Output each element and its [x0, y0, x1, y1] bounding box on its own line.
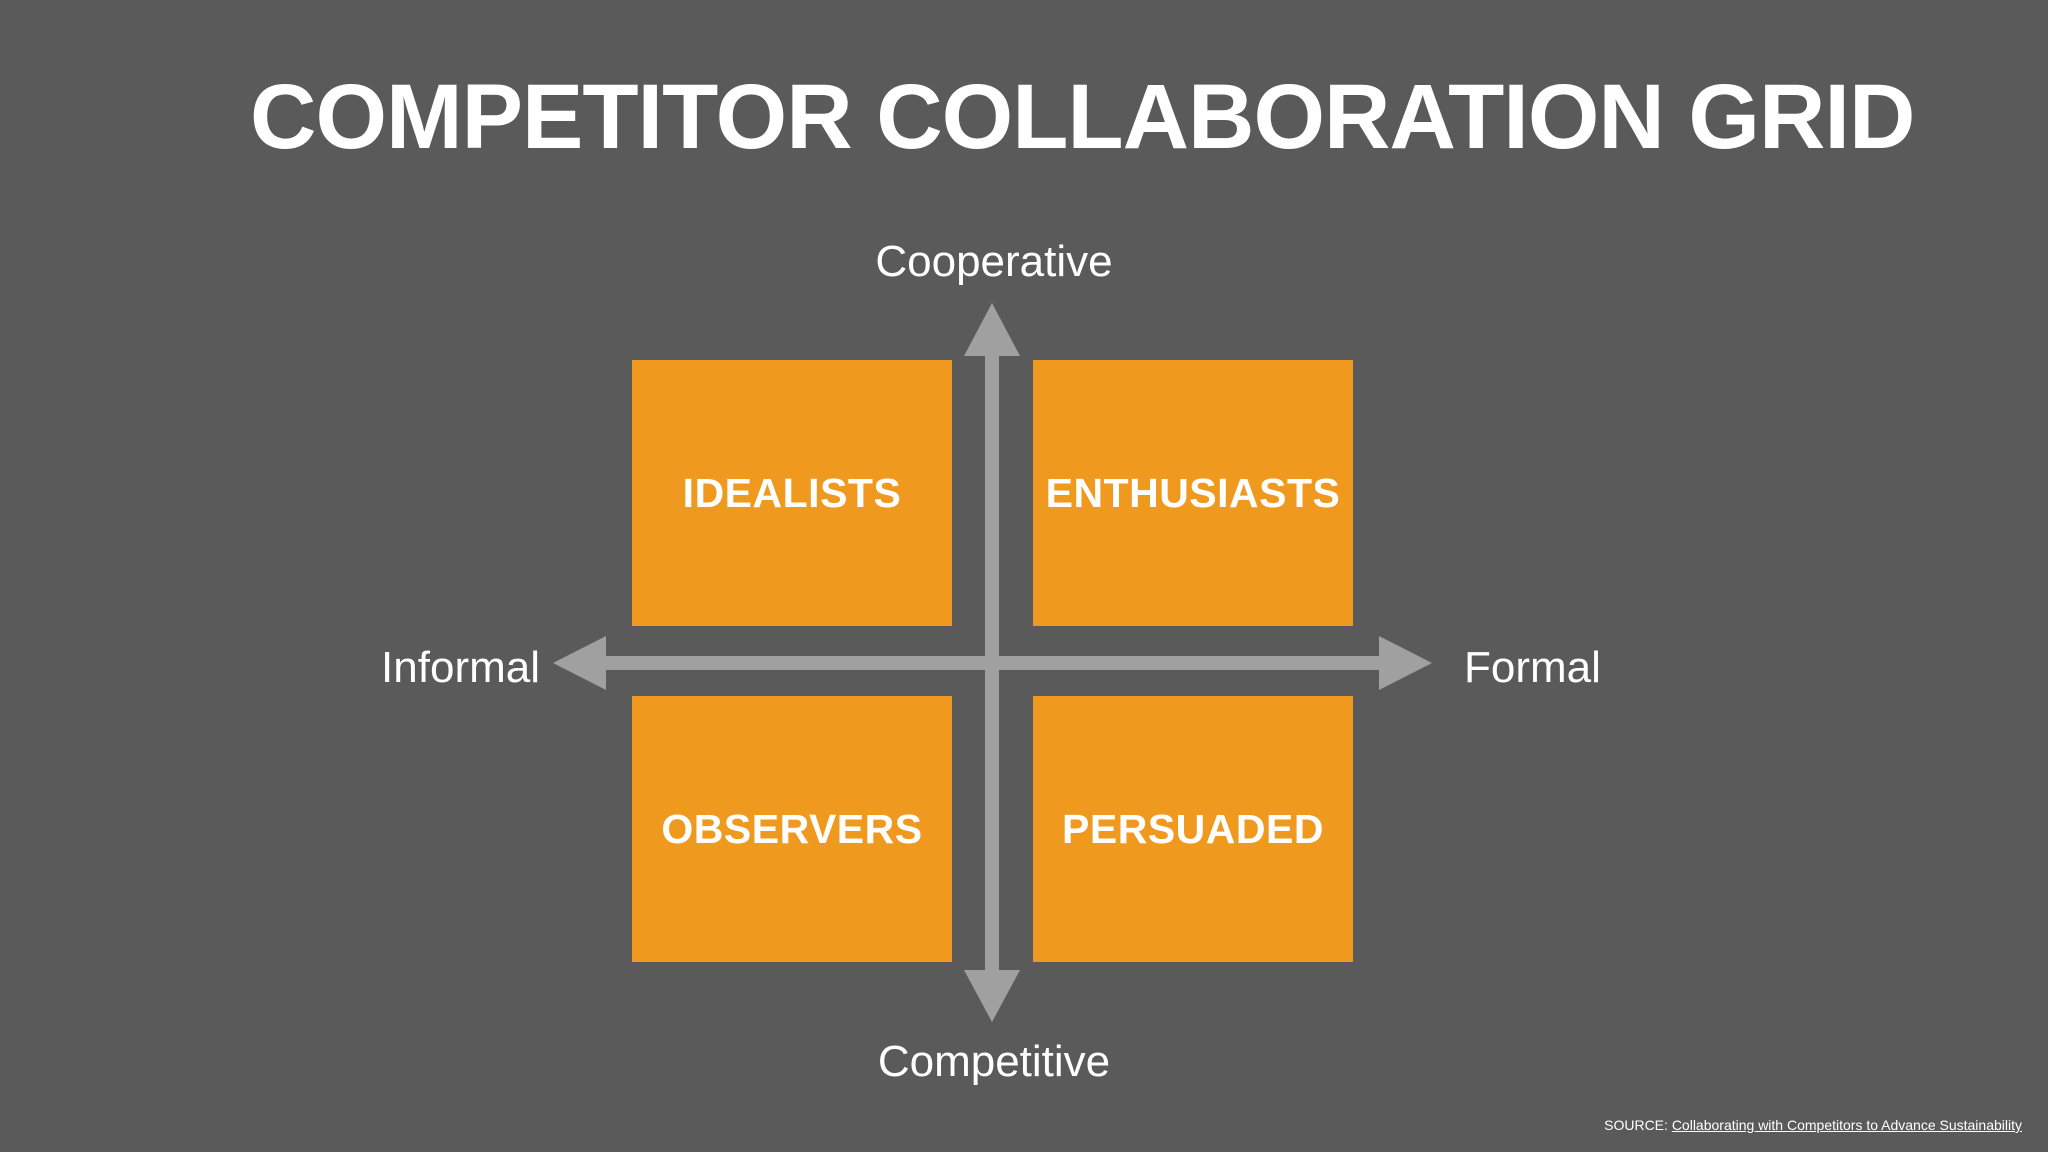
- quadrant-label: IDEALISTS: [682, 469, 902, 516]
- arrow-up-icon: [964, 303, 1020, 356]
- axis-label-formal: Formal: [1464, 643, 1601, 692]
- arrow-down-icon: [964, 970, 1020, 1022]
- axis-label-cooperative: Cooperative: [875, 237, 1113, 286]
- horizontal-axis-line: [596, 656, 1388, 670]
- quadrant-label: OBSERVERS: [661, 805, 923, 852]
- source-link[interactable]: Collaborating with Competitors to Advanc…: [1671, 1117, 2022, 1133]
- page-title: COMPETITOR COLLABORATION GRID: [250, 66, 1915, 168]
- quadrant-idealists: IDEALISTS: [632, 360, 952, 626]
- quadrant-observers: OBSERVERS: [632, 696, 952, 962]
- arrow-right-icon: [1379, 636, 1432, 690]
- quadrant-persuaded: PERSUADED: [1033, 696, 1353, 962]
- quadrant-enthusiasts: ENTHUSIASTS: [1033, 360, 1353, 626]
- quadrant-label: PERSUADED: [1062, 805, 1324, 852]
- axis-label-informal: Informal: [381, 643, 540, 692]
- quadrant-label: ENTHUSIASTS: [1045, 469, 1341, 516]
- source-prefix: SOURCE:: [1604, 1117, 1668, 1133]
- source-citation: SOURCE: Collaborating with Competitors t…: [1604, 1116, 2022, 1134]
- arrow-left-icon: [553, 636, 606, 690]
- axis-label-competitive: Competitive: [877, 1037, 1111, 1086]
